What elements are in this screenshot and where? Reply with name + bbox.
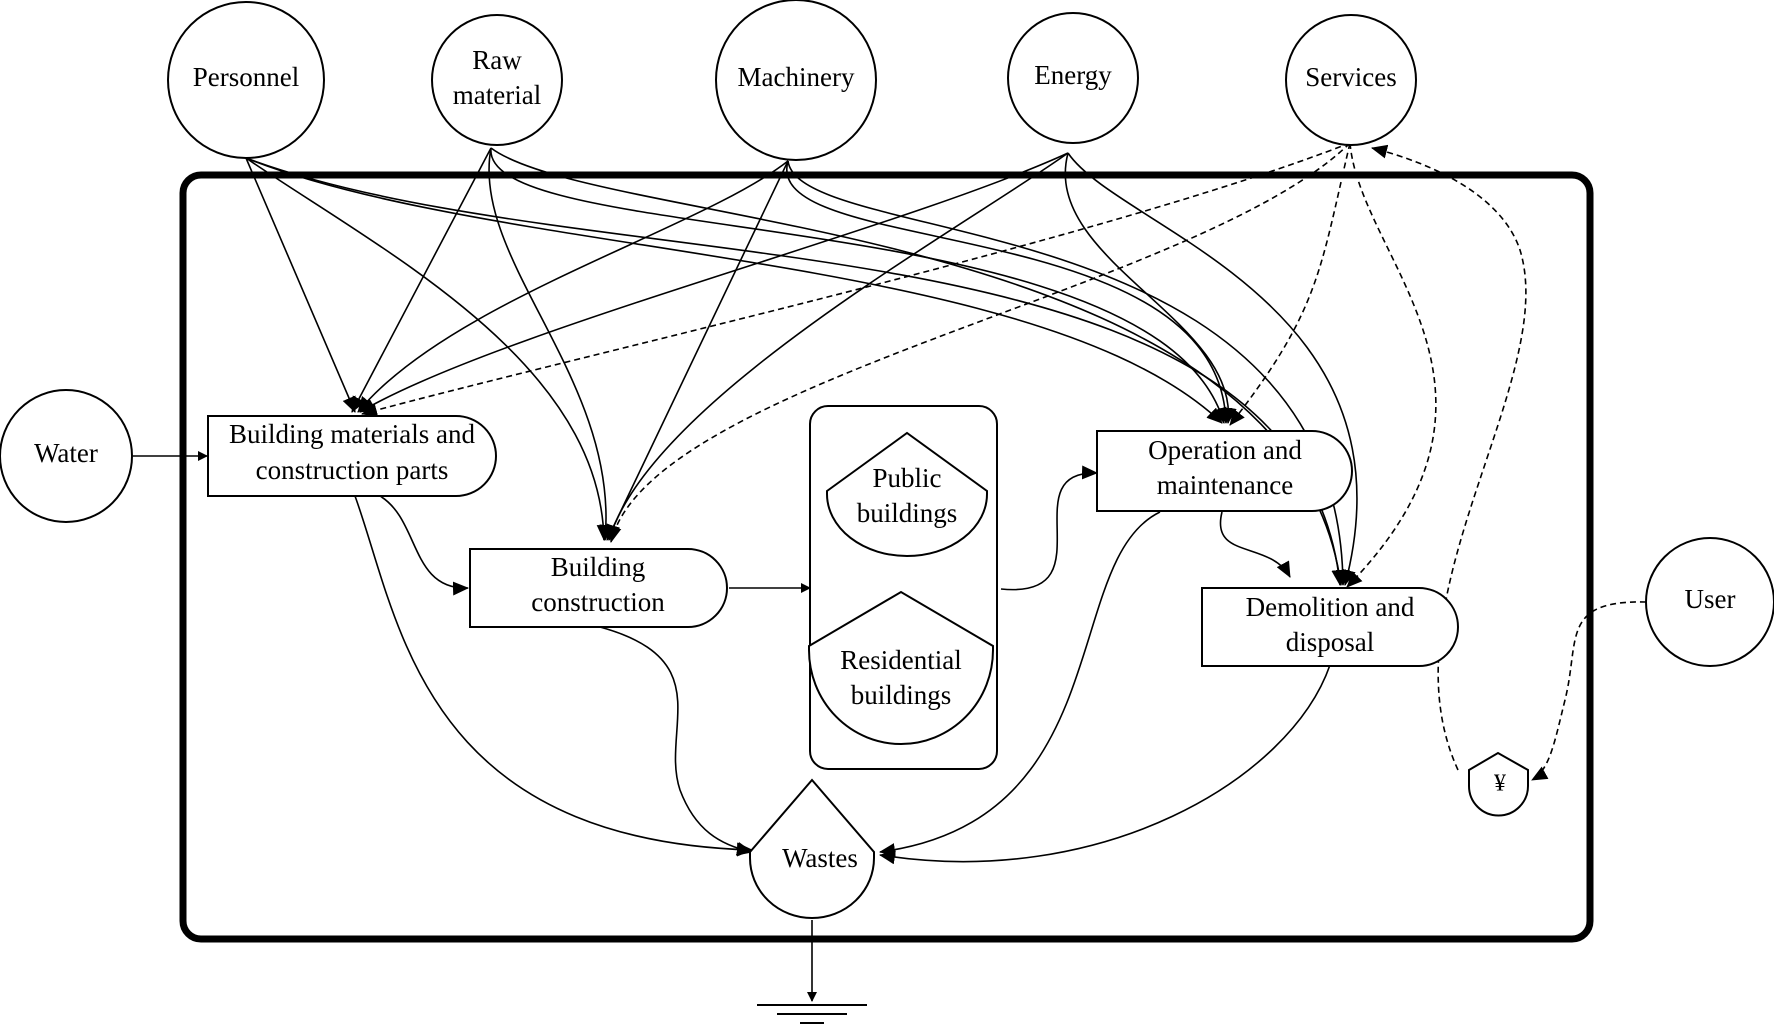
source-label-raw-line2: material (453, 80, 541, 110)
storage-label-wastes: Wastes (782, 843, 858, 873)
flow-services-to-materials (361, 142, 1351, 417)
flow-energy-to-operation (1064, 152, 1237, 424)
process-demolition-disposal: Demolition and disposal (1201, 587, 1459, 667)
flow-user-to-money (1531, 601, 1647, 781)
process-flows (133, 451, 1331, 1002)
process-label-demolition-line1: Demolition and (1246, 592, 1415, 622)
flow-personnel-to-demolition (245, 157, 1346, 586)
process-label-construction-line1: Building (551, 552, 646, 582)
process-building-construction: Building construction (469, 548, 728, 628)
process-operation-maintenance: Operation and maintenance (1096, 430, 1353, 512)
source-raw-material: Raw material (431, 14, 563, 146)
source-water: Water (0, 389, 133, 523)
storage-label-residential-line1: Residential (840, 645, 961, 675)
flow-buildings-to-operation (1000, 465, 1098, 591)
flow-materials-to-wastes (354, 495, 753, 857)
source-personnel: Personnel (167, 1, 325, 159)
storage-residential-buildings: Residential buildings (808, 590, 994, 745)
service-flows (361, 142, 1647, 781)
storage-label-public-line1: Public (872, 463, 941, 493)
storage-label-residential-line2: buildings (851, 680, 952, 710)
flow-materials-to-construction (379, 495, 469, 596)
source-machinery: Machinery (715, 0, 877, 161)
flow-construction-to-wastes (599, 626, 753, 856)
source-label-energy: Energy (1034, 60, 1112, 90)
process-label-demolition-line2: disposal (1286, 627, 1375, 657)
flow-energy-to-demolition (1067, 152, 1358, 586)
flow-machinery-to-construction (606, 160, 789, 541)
input-flows (245, 147, 1358, 586)
source-label-personnel: Personnel (193, 62, 299, 92)
storage-public-buildings: Public buildings (826, 431, 988, 557)
flow-services-to-operation (1229, 142, 1351, 426)
flow-operation-to-demolition (1219, 511, 1291, 578)
source-label-raw-line1: Raw (472, 45, 522, 75)
source-label-user: User (1685, 584, 1736, 614)
flow-operation-to-wastes (879, 511, 1161, 857)
source-label-water: Water (34, 438, 98, 468)
money-symbol: ¥ (1494, 771, 1506, 797)
flow-machinery-to-materials (357, 160, 789, 413)
flow-personnel-to-materials (245, 157, 356, 413)
process-label-operation-line1: Operation and (1148, 435, 1302, 465)
source-user: User (1645, 537, 1774, 667)
process-building-materials: Building materials and construction part… (207, 415, 497, 497)
flow-services-to-demolition (1346, 142, 1437, 588)
source-energy: Energy (1007, 12, 1139, 144)
process-label-construction-line2: construction (531, 587, 665, 617)
flow-raw-to-materials (351, 147, 492, 413)
source-services: Services (1285, 14, 1417, 146)
flow-energy-to-materials (359, 152, 1069, 413)
flow-machinery-to-operation (786, 160, 1233, 424)
source-label-services: Services (1305, 62, 1396, 92)
flow-raw-to-operation (490, 147, 1227, 424)
source-label-machinery: Machinery (738, 62, 855, 92)
flow-personnel-to-construction (245, 157, 611, 541)
process-label-operation-line2: maintenance (1157, 470, 1293, 500)
flow-personnel-to-operation (245, 157, 1223, 424)
system-boundary (179, 171, 1594, 943)
heat-sink-symbol (757, 1004, 867, 1024)
process-label-materials-line2: construction parts (256, 455, 449, 485)
storage-label-public-line2: buildings (857, 498, 958, 528)
flow-energy-to-construction (606, 152, 1069, 541)
storage-money: ¥ (1468, 751, 1529, 817)
flow-demolition-to-wastes (879, 664, 1331, 865)
flow-money-to-services (1371, 144, 1527, 771)
storage-wastes: Wastes (749, 778, 875, 919)
process-label-materials-line1: Building materials and (229, 419, 475, 449)
flow-raw-to-construction (488, 147, 614, 541)
flow-services-to-construction (607, 142, 1351, 543)
